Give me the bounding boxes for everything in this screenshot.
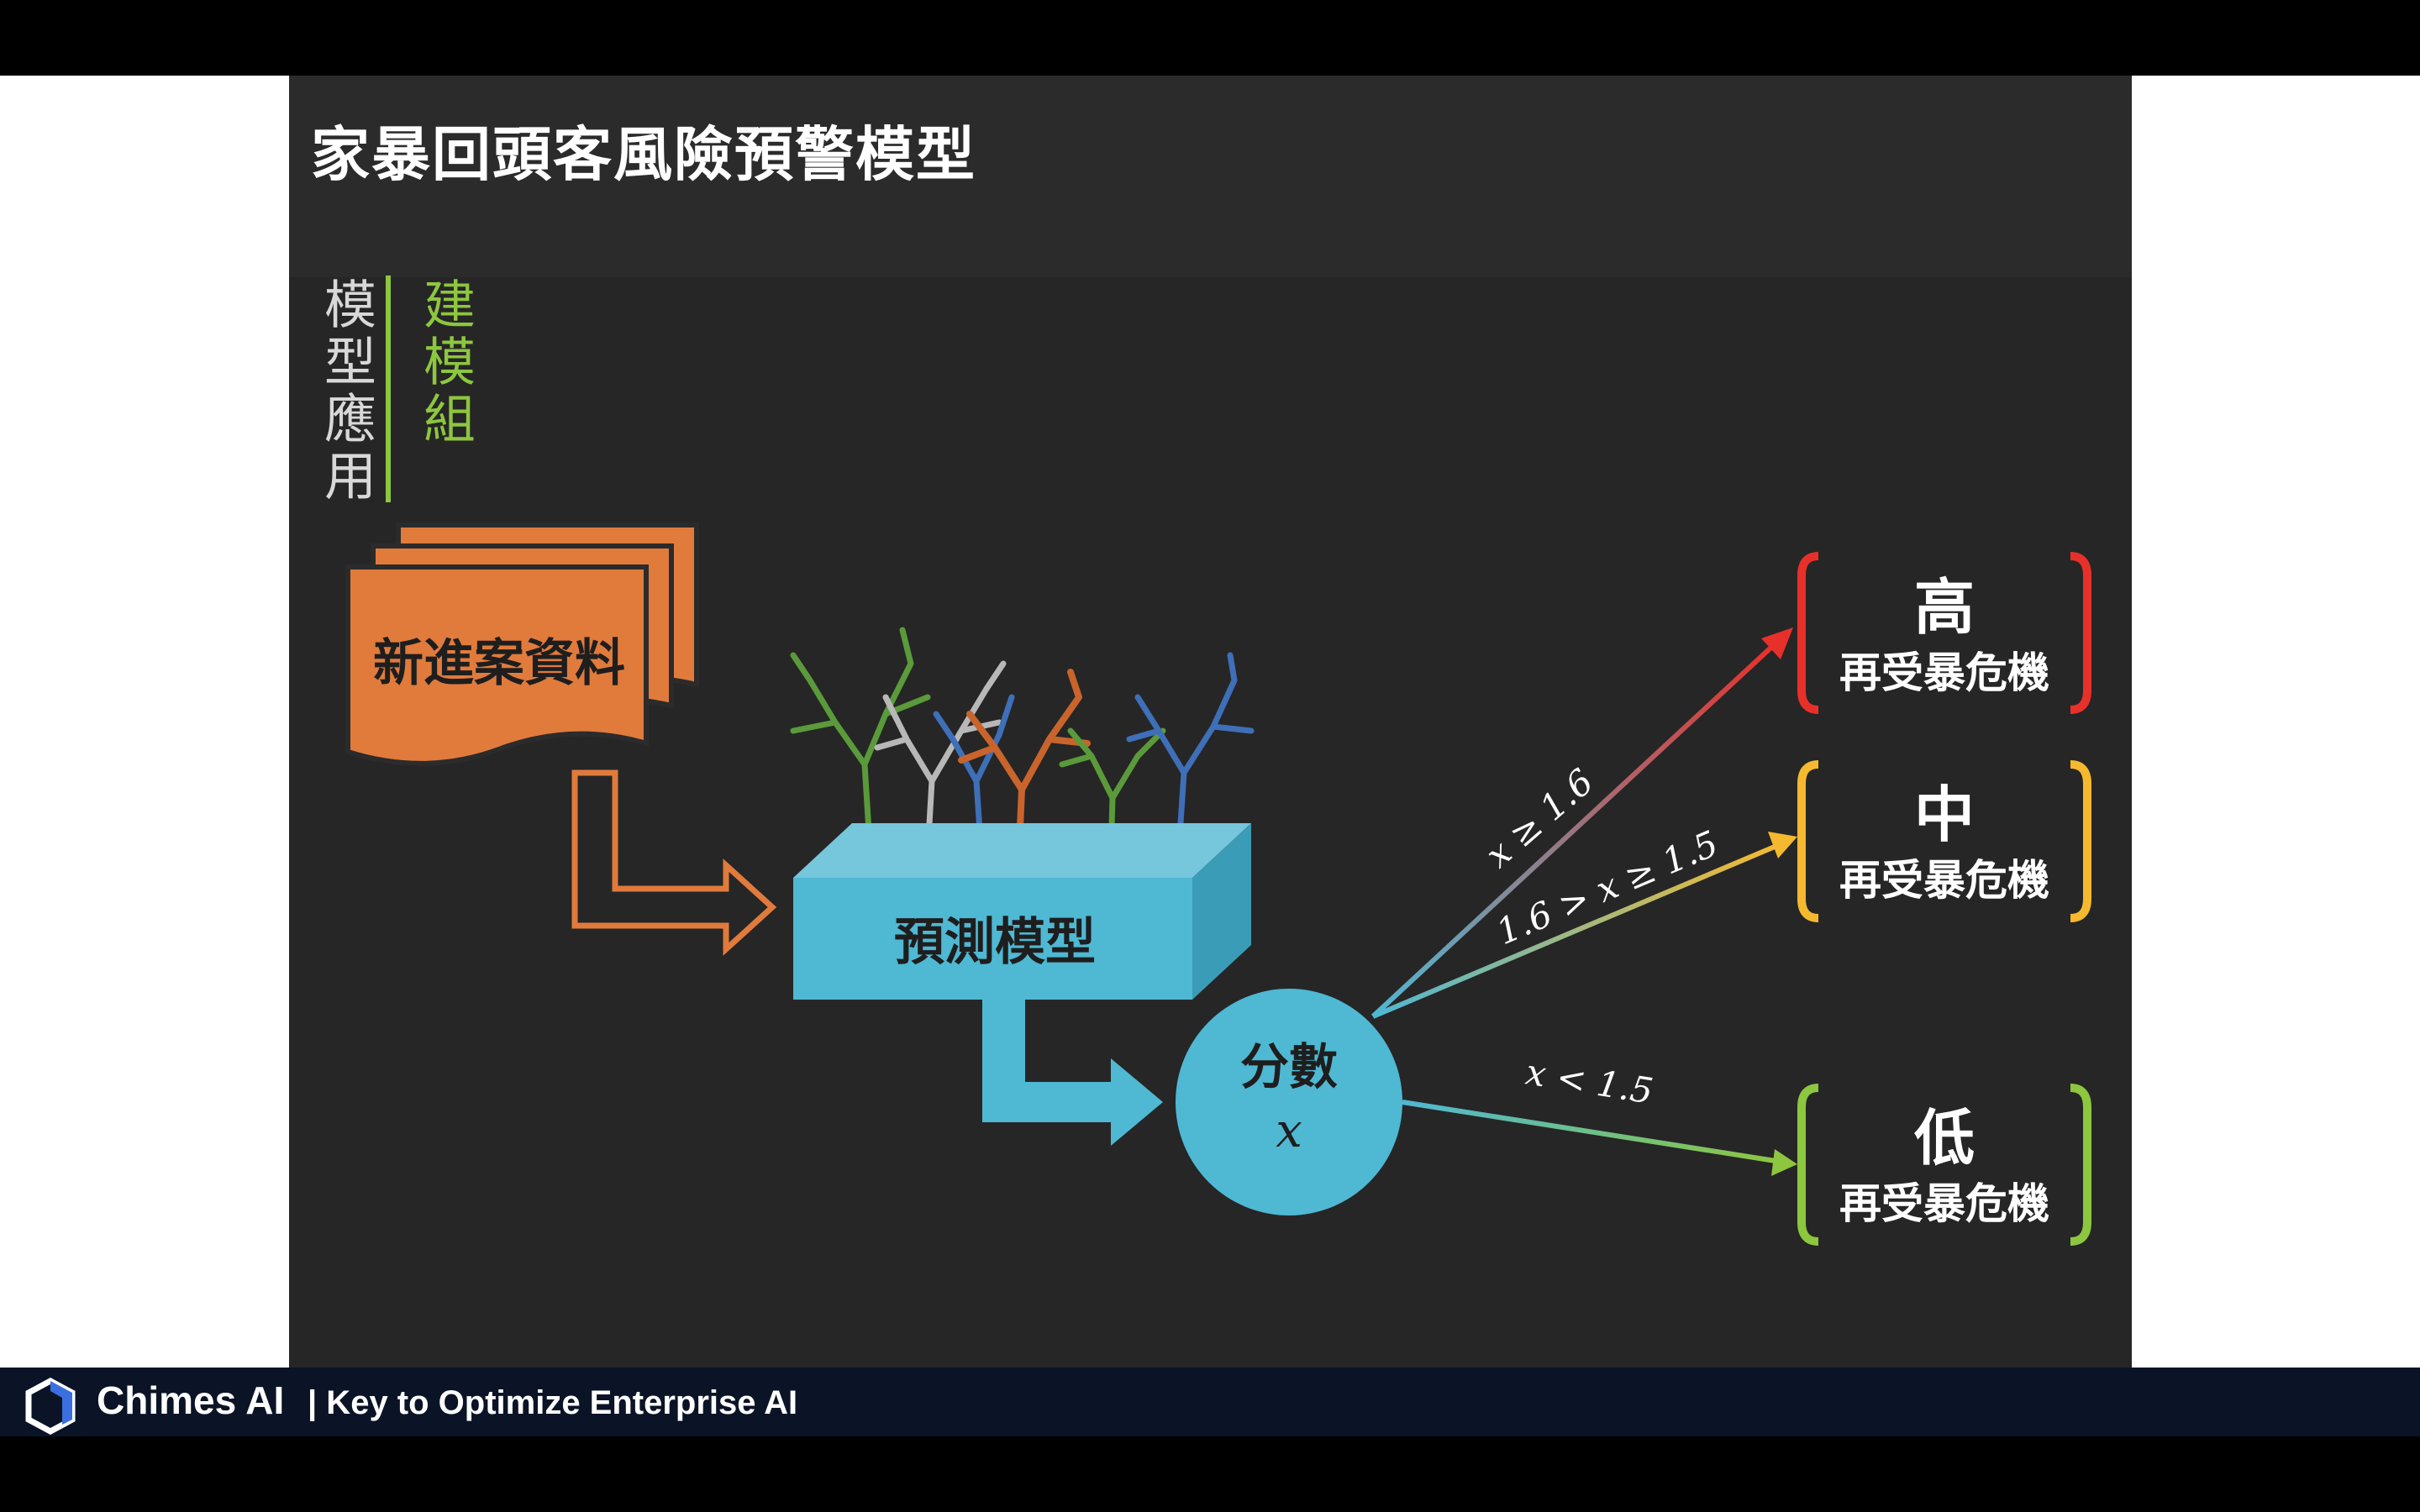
branch-arrow-low xyxy=(1402,1100,1797,1176)
bracket-right xyxy=(2070,1084,2091,1246)
bracket-right xyxy=(2070,760,2091,922)
branch-arrow-medium xyxy=(1371,832,1797,1019)
slide-title: 家暴回頭客風險預警模型 xyxy=(311,120,976,189)
prediction-model-block: 預測模型 xyxy=(793,823,1251,1000)
tree-blue-icon xyxy=(933,694,1015,835)
tree-gray-icon xyxy=(874,660,1007,856)
condition-low: x < 1.5 xyxy=(1523,1051,1655,1111)
tier-high: 高 再受暴危機 xyxy=(1797,552,2091,714)
footer-bar: Chimes AI | Key to Optimize Enterprise A… xyxy=(0,1368,2420,1436)
slide-content-area xyxy=(289,277,2132,1368)
build-group-label: 建模組 xyxy=(414,277,476,449)
tree-green-icon xyxy=(790,627,931,835)
tier-medium-desc: 再受暴危機 xyxy=(1839,856,2049,905)
branch-arrow-high xyxy=(1370,627,1793,1019)
random-forest-trees xyxy=(790,627,1255,869)
tier-low-desc: 再受暴危機 xyxy=(1839,1179,2049,1228)
footer-tagline: | Key to Optimize Enterprise AI xyxy=(308,1384,798,1421)
bottom-letterbox-bar xyxy=(0,1436,2420,1512)
tier-high-desc: 再受暴危機 xyxy=(1839,648,2049,697)
chimes-logo-icon xyxy=(25,1378,76,1435)
bracket-right xyxy=(2070,552,2091,714)
tier-low-level: 低 xyxy=(1914,1103,1975,1173)
risk-model-diagram: 新進案資料 xyxy=(345,522,2091,1246)
model-to-score-arrow xyxy=(982,1000,1163,1146)
prediction-model-label: 預測模型 xyxy=(894,913,1096,972)
top-letterbox-bar xyxy=(0,0,2420,76)
input-arrow xyxy=(571,769,777,956)
new-case-data-icon: 新進案資料 xyxy=(345,522,699,766)
tier-medium-level: 中 xyxy=(1914,780,1975,850)
bracket-left xyxy=(1797,760,1819,922)
slide: 家暴回頭客風險預警模型 建模組 模型應用 新進案資料 xyxy=(289,76,2132,1368)
footer-brand: Chimes AI xyxy=(97,1378,285,1422)
score-node: 分數 x xyxy=(1176,989,1402,1215)
apply-group-label: 模型應用 xyxy=(315,277,376,506)
group-divider xyxy=(386,276,391,502)
tier-high-level: 高 xyxy=(1914,572,1975,643)
score-variable: x xyxy=(1276,1104,1302,1158)
condition-high: x ≥ 1.6 xyxy=(1477,761,1601,876)
tree-blue-icon xyxy=(1126,652,1255,839)
tier-medium: 中 再受暴危機 xyxy=(1797,760,2091,922)
new-case-data-label: 新進案資料 xyxy=(373,634,625,693)
tier-low: 低 再受暴危機 xyxy=(1797,1084,2091,1246)
bracket-left xyxy=(1797,1084,1819,1246)
tree-orange-icon xyxy=(958,669,1091,869)
bracket-left xyxy=(1797,552,1819,714)
score-label: 分數 xyxy=(1240,1038,1338,1095)
